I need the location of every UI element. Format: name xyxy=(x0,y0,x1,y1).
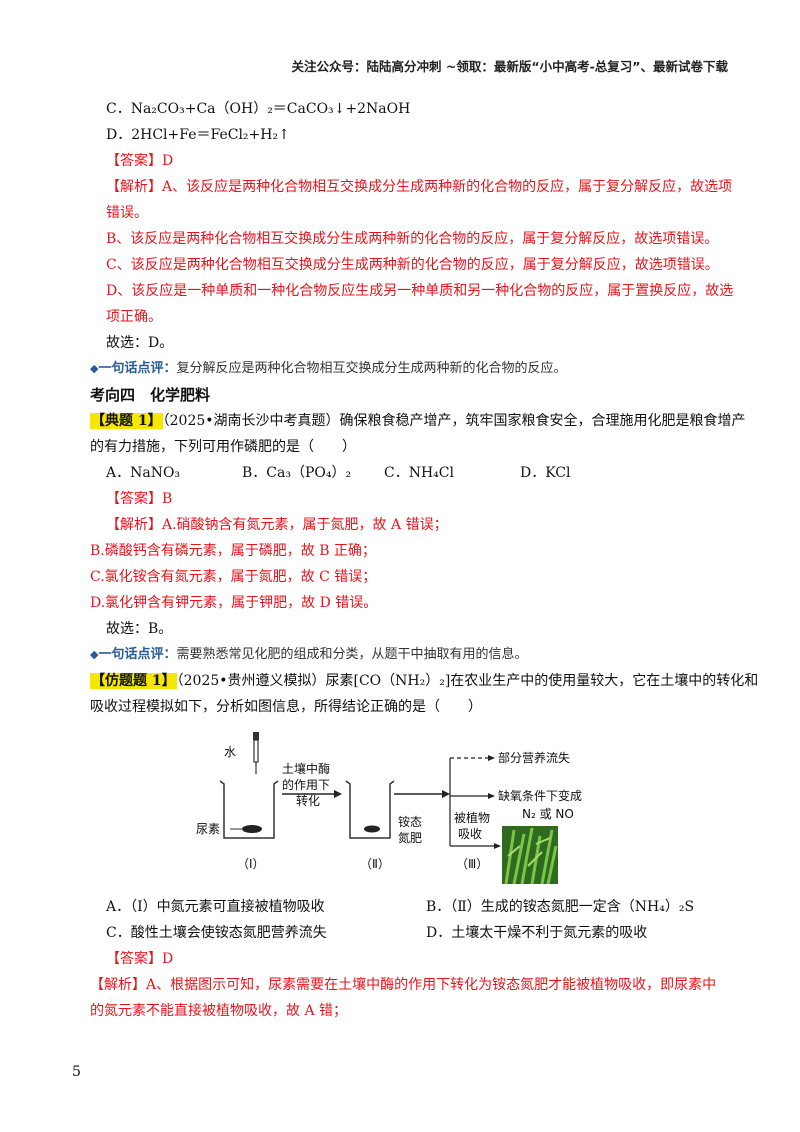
enzyme-label: 的作用下 xyxy=(282,777,330,792)
option: D．土壤太干燥不利于氮元素的吸收 xyxy=(426,925,648,941)
analysis-line: B、该反应是两种化合物相互交换成分生成两种新的化合物的反应，属于复分解反应，故选… xyxy=(106,231,719,247)
analysis-line: 项正确。 xyxy=(106,309,162,325)
question-stem: 【仿题题 1】（2025•贵州遵义模拟）尿素[CO（NH₂）₂]在农业生产中的使… xyxy=(90,673,759,689)
option: A．NaNO₃ xyxy=(106,465,181,481)
choose: 故选：B。 xyxy=(106,621,173,637)
absorbed-label: 吸收 xyxy=(458,827,482,841)
urea-process-diagram: 水 尿素 （Ⅰ） 土壤中酶 的作用下 转化 （Ⅱ） 铵态 氮肥 部分营养流失 缺… xyxy=(196,732,582,885)
urea-label: 尿素 xyxy=(196,822,220,836)
page-header: 关注公众号：陆陆高分冲刺 ~领取：最新版“小中高考-总复习”、最新试卷下载 xyxy=(291,59,728,74)
stage-label: （Ⅰ） xyxy=(237,857,265,871)
stage-label: （Ⅱ） xyxy=(360,857,390,871)
page-number: 5 xyxy=(72,1064,81,1080)
fertilizer-solid xyxy=(364,825,380,833)
question-stem: 【典题 1】（2025•湖南长沙中考真题）确保粮食稳产增产，筑牢国家粮食安全，合… xyxy=(90,413,746,429)
comment: ◆一句话点评：需要熟悉常见化肥的组成和分类，从题干中抽取有用的信息。 xyxy=(90,647,528,662)
answer: 【答案】D xyxy=(106,153,174,169)
urea-solid xyxy=(242,825,262,833)
analysis-line: 【解析】A、根据图示可知，尿素需要在土壤中酶的作用下转化为铵态氮肥才能被植物吸收… xyxy=(90,977,717,993)
enzyme-label: 土壤中酶 xyxy=(282,761,330,776)
ammonium-label: 铵态 xyxy=(398,814,422,829)
document-body: C．Na₂CO₃+Ca（OH）₂＝CaCO₃↓+2NaOH D．2HCl+Fe＝… xyxy=(90,96,759,1024)
analysis-line: C.氯化铵含有氮元素，属于氮肥，故 C 错误； xyxy=(90,569,377,585)
analysis-line: 【解析】A、该反应是两种化合物相互交换成分生成两种新的化合物的反应，属于复分解反… xyxy=(106,179,733,195)
ammonium-label: 氮肥 xyxy=(398,830,422,845)
section-title: 考向四 化学肥料 xyxy=(90,386,211,404)
option: C．NH₄Cl xyxy=(384,465,454,481)
options-row: C．酸性土壤会使铵态氮肥营养流失 D．土壤太干燥不利于氮元素的吸收 xyxy=(90,920,730,946)
plant-image xyxy=(502,826,558,885)
comment: ◆一句话点评：复分解反应是两种化合物相互交换成分生成两种新的化合物的反应。 xyxy=(90,361,567,376)
enzyme-label: 转化 xyxy=(296,793,320,808)
option: A．（Ⅰ）中氮元素可直接被植物吸收 xyxy=(106,899,325,915)
option-d: D．2HCl+Fe＝FeCl₂+H₂↑ xyxy=(106,127,290,143)
absorbed-label: 被植物 xyxy=(454,810,490,825)
choose: 故选：D。 xyxy=(106,335,174,351)
question-tag: 【典题 1】 xyxy=(90,413,163,429)
analysis-line: D、该反应是一种单质和一种化合物反应生成另一种单质和另一种化合物的反应，属于置换… xyxy=(106,283,734,299)
answer: 【答案】D xyxy=(106,951,174,967)
water-label: 水 xyxy=(224,745,236,759)
options-row: A．NaNO₃ B．Ca₃（PO₄）₂ C．NH₄Cl D．KCl xyxy=(90,460,730,486)
analysis-line: D.氯化钾含有钾元素，属于钾肥，故 D 错误。 xyxy=(90,595,378,611)
option: B．Ca₃（PO₄）₂ xyxy=(242,465,352,481)
beaker-icon xyxy=(345,780,395,839)
analysis-line: 的氮元素不能直接被植物吸收，故 A 错； xyxy=(90,1003,348,1019)
dropper-icon xyxy=(253,732,259,774)
diamond-icon: ◆ xyxy=(90,362,99,375)
anoxic-label: 缺氧条件下变成 xyxy=(498,788,582,803)
question-stem: 吸收过程模拟如下，分析如图信息，所得结论正确的是（ ） xyxy=(90,699,482,715)
answer: 【答案】B xyxy=(106,491,173,507)
question-tag: 【仿题题 1】 xyxy=(90,673,177,689)
stage-label: （Ⅲ） xyxy=(456,857,488,871)
option: D．KCl xyxy=(520,465,571,481)
diamond-icon: ◆ xyxy=(90,648,99,661)
option: B．（Ⅱ）生成的铵态氮肥一定含（NH₄）₂S xyxy=(426,899,695,915)
analysis-line: C、该反应是两种化合物相互交换成分生成两种新的化合物的反应，属于复分解反应，故选… xyxy=(106,257,719,273)
option-c: C．Na₂CO₃+Ca（OH）₂＝CaCO₃↓+2NaOH xyxy=(106,101,411,117)
analysis-line: 【解析】A.硝酸钠含有氮元素，属于氮肥，故 A 错误； xyxy=(106,517,448,533)
option: C．酸性土壤会使铵态氮肥营养流失 xyxy=(106,925,327,941)
question-stem: 的有力措施，下列可用作磷肥的是（ ） xyxy=(90,439,356,455)
loss-label: 部分营养流失 xyxy=(498,750,570,765)
analysis-line: B.磷酸钙含有磷元素，属于磷肥，故 B 正确； xyxy=(90,543,376,559)
beaker-icon xyxy=(219,780,279,839)
options-row: A．（Ⅰ）中氮元素可直接被植物吸收 B．（Ⅱ）生成的铵态氮肥一定含（NH₄）₂S xyxy=(90,894,730,920)
gas-label: N₂ 或 NO xyxy=(522,807,574,821)
analysis-line: 错误。 xyxy=(106,205,148,221)
